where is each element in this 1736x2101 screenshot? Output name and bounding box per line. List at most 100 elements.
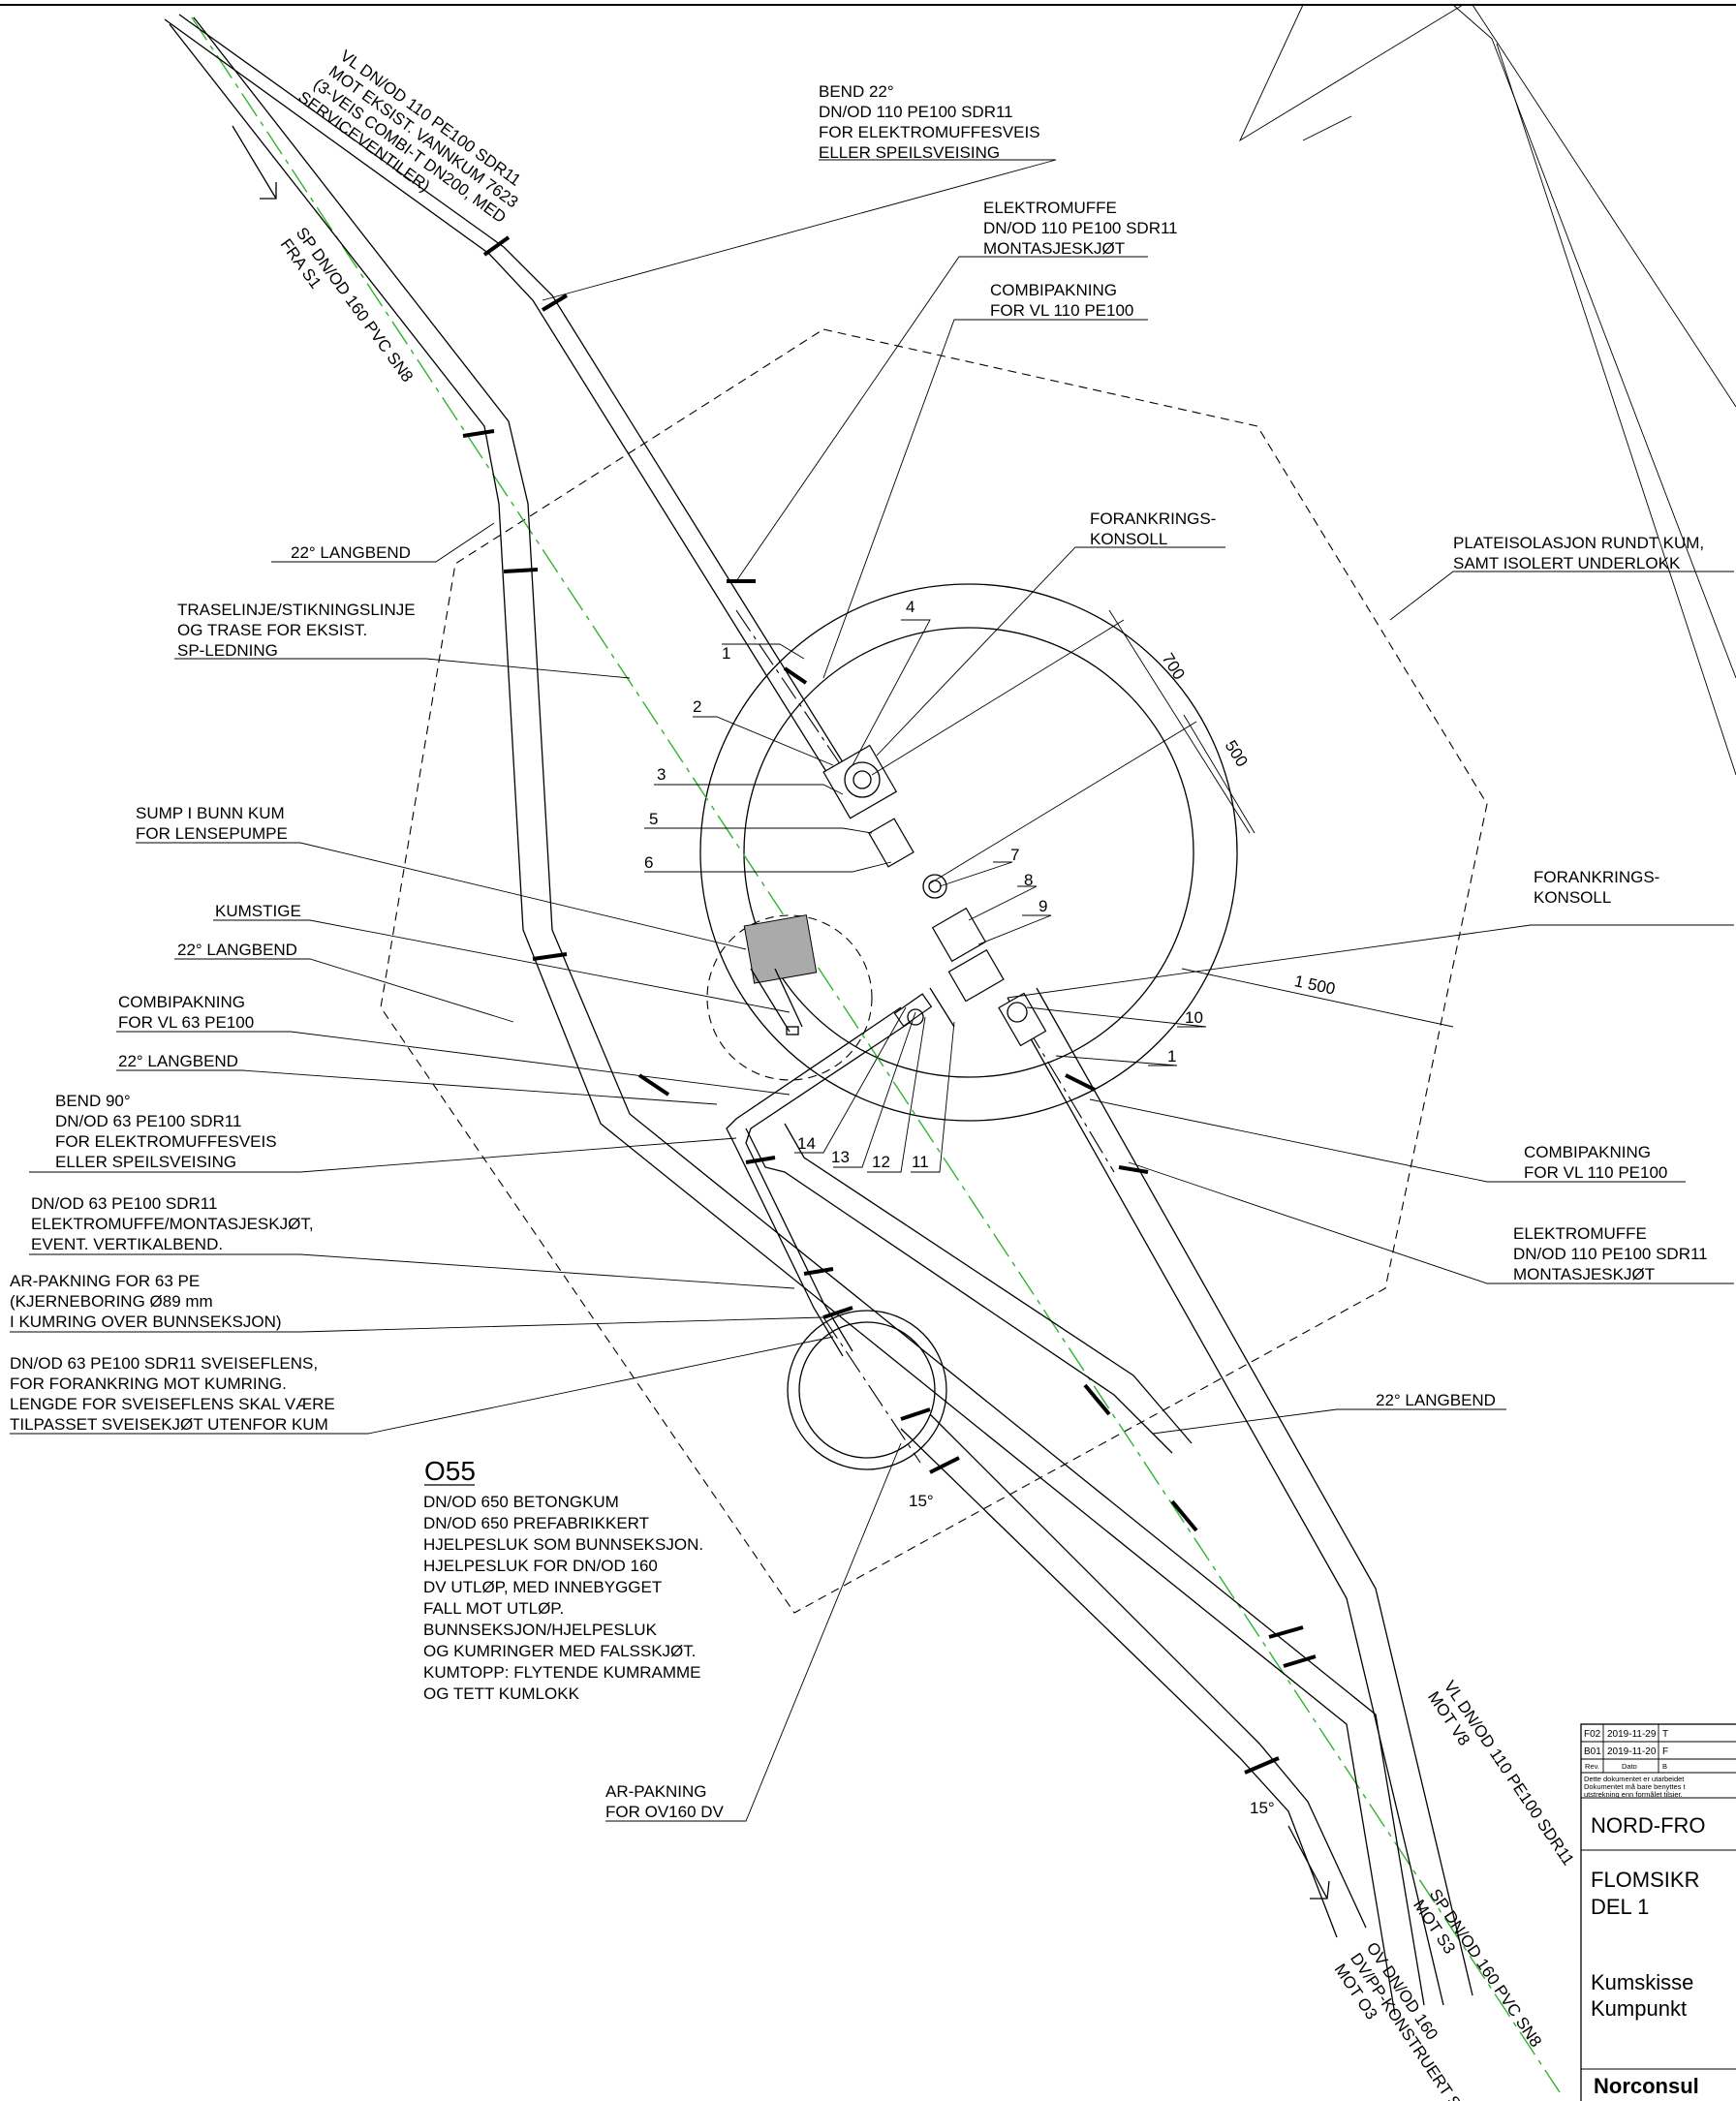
manhole-small	[787, 1310, 947, 1470]
svg-text:MONTASJESKJØT: MONTASJESKJØT	[983, 239, 1125, 258]
callout-elektromuffe-right: ELEKTROMUFFE DN/OD 110 PE100 SDR11 MONTA…	[1513, 1224, 1708, 1283]
svg-text:TRASELINJE/STIKNINGSLINJE: TRASELINJE/STIKNINGSLINJE	[177, 601, 416, 619]
item-number: 1	[722, 644, 730, 663]
callout-traselinje: TRASELINJE/STIKNINGSLINJE OG TRASE FOR E…	[177, 601, 416, 660]
svg-text:DN/OD 650 BETONGKUM: DN/OD 650 BETONGKUM	[423, 1493, 619, 1511]
callout-forankring-top: FORANKRINGS- KONSOLL	[1090, 510, 1216, 548]
dim-1500: 1 500	[1292, 972, 1337, 998]
callout-combi-63: COMBIPAKNING FOR VL 63 PE100	[118, 993, 254, 1032]
callout-langbend-4: 22° LANGBEND	[1376, 1391, 1496, 1409]
disclaimer: Dette dokumentet er utarbeidet	[1584, 1775, 1685, 1783]
leader-lines	[10, 159, 1734, 1822]
svg-text:DN/OD 110 PE100 SDR11: DN/OD 110 PE100 SDR11	[983, 219, 1178, 237]
sump-square	[743, 914, 818, 984]
svg-text:SP-LEDNING: SP-LEDNING	[177, 641, 278, 660]
callout-langbend-2: 22° LANGBEND	[177, 941, 297, 959]
callout-bend22: BEND 22° DN/OD 110 PE100 SDR11 FOR ELEKT…	[819, 82, 1040, 162]
svg-text:I KUMRING OVER BUNNSEKSJON): I KUMRING OVER BUNNSEKSJON)	[10, 1313, 282, 1331]
svg-text:FOR OV160 DV: FOR OV160 DV	[605, 1803, 725, 1821]
svg-text:LENGDE FOR SVEISEFLENS SKAL VÆ: LENGDE FOR SVEISEFLENS SKAL VÆRE	[10, 1395, 335, 1413]
svg-text:FORANKRINGS-: FORANKRINGS-	[1534, 868, 1659, 886]
item-number: 13	[831, 1148, 850, 1166]
dim-500: 500	[1222, 737, 1252, 770]
item-number: 2	[693, 697, 701, 716]
svg-text:BUNNSEKSJON/HJELPESLUK: BUNNSEKSJON/HJELPESLUK	[423, 1621, 658, 1639]
callout-combi-right: COMBIPAKNING FOR VL 110 PE100	[1524, 1143, 1667, 1182]
item-numbers: 1 2 3 4 5 6 7 8 9 10 1 11 12 13 14	[644, 598, 1203, 1171]
angle-15-upper: 15°	[909, 1492, 934, 1510]
disclaimer: Dokumentet må bare benyttes t	[1584, 1782, 1687, 1791]
svg-text:ELEKTROMUFFE: ELEKTROMUFFE	[983, 199, 1117, 217]
item-number: 5	[649, 810, 658, 828]
svg-text:COMBIPAKNING: COMBIPAKNING	[990, 281, 1117, 299]
svg-text:BEND 90°: BEND 90°	[55, 1092, 131, 1110]
item-number: 1	[1167, 1047, 1176, 1066]
drawing-title: Kumskisse	[1591, 1970, 1693, 1994]
callout-elektromuffe-top: ELEKTROMUFFE DN/OD 110 PE100 SDR11 MONTA…	[983, 199, 1178, 258]
svg-text:SP DN/OD 160 PVC SN8: SP DN/OD 160 PVC SN8	[293, 224, 417, 386]
label-vl-outlet: VL DN/OD 110 PE100 SDR11 MOT V8	[1424, 1678, 1578, 1869]
callout-langbend-1: 22° LANGBEND	[291, 543, 411, 562]
rev-header: Dato	[1622, 1762, 1637, 1771]
svg-text:FORANKRINGS-: FORANKRINGS-	[1090, 510, 1216, 528]
svg-text:FOR FORANKRING MOT KUMRING.: FOR FORANKRING MOT KUMRING.	[10, 1375, 287, 1393]
label-vl-inlet: VL DN/OD 110 PE100 SDR11 MOT EKSIST. VAN…	[294, 46, 524, 227]
item-number: 8	[1024, 871, 1033, 889]
svg-text:HJELPESLUK SOM BUNNSEKSJON.: HJELPESLUK SOM BUNNSEKSJON.	[423, 1535, 703, 1554]
manhole-main	[699, 583, 1238, 1122]
rev-header: B	[1662, 1762, 1667, 1771]
disclaimer: utstrekning enn formålet tilsier.	[1584, 1790, 1683, 1799]
label-ov-outlet: OV DN/OD 160 DV/PP-KONSTRUERT SN8 MOT O3	[1331, 1939, 1476, 2101]
svg-text:AR-PAKNING: AR-PAKNING	[605, 1782, 707, 1801]
item-number: 4	[906, 598, 914, 616]
background-map-lines	[1238, 4, 1736, 776]
item-number: 12	[872, 1153, 890, 1171]
svg-text:AR-PAKNING FOR 63 PE: AR-PAKNING FOR 63 PE	[10, 1272, 200, 1290]
callout-bend90: BEND 90° DN/OD 63 PE100 SDR11 FOR ELEKTR…	[55, 1092, 277, 1171]
svg-text:ELLER SPEILSVEISING: ELLER SPEILSVEISING	[55, 1153, 236, 1171]
rev-date: 2019-11-29	[1607, 1729, 1657, 1740]
svg-text:KUMTOPP: FLYTENDE KUMRAMME: KUMTOPP: FLYTENDE KUMRAMME	[423, 1663, 701, 1682]
svg-text:DN/OD 63 PE100 SDR11 SVEISEFLE: DN/OD 63 PE100 SDR11 SVEISEFLENS,	[10, 1354, 318, 1373]
svg-text:SUMP I BUNN KUM: SUMP I BUNN KUM	[136, 804, 285, 822]
svg-text:MONTASJESKJØT: MONTASJESKJØT	[1513, 1265, 1655, 1283]
valve-assembly	[822, 744, 1047, 1047]
callout-dn63-muffe: DN/OD 63 PE100 SDR11 ELEKTROMUFFE/MONTAS…	[31, 1194, 314, 1253]
item-number: 6	[644, 853, 653, 872]
flow-arrows	[232, 125, 1330, 1900]
svg-text:OG TETT KUMLOKK: OG TETT KUMLOKK	[423, 1684, 580, 1703]
svg-text:SP DN/OD 160 PVC SN8: SP DN/OD 160 PVC SN8	[1426, 1886, 1545, 2051]
svg-text:EVENT. VERTIKALBEND.: EVENT. VERTIKALBEND.	[31, 1235, 223, 1253]
svg-text:COMBIPAKNING: COMBIPAKNING	[118, 993, 245, 1011]
svg-text:KONSOLL: KONSOLL	[1090, 530, 1167, 548]
svg-text:HJELPESLUK FOR DN/OD 160: HJELPESLUK FOR DN/OD 160	[423, 1557, 658, 1575]
callout-sump: SUMP I BUNN KUM FOR LENSEPUMPE	[136, 804, 288, 843]
dimension-lines: 700 500 1 500	[871, 609, 1454, 1028]
callout-plateisolasjon: PLATEISOLASJON RUNDT KUM, SAMT ISOLERT U…	[1453, 534, 1704, 572]
item-number: 14	[797, 1134, 816, 1153]
svg-text:DN/OD 63 PE100 SDR11: DN/OD 63 PE100 SDR11	[55, 1112, 241, 1130]
svg-text:DN/OD 110 PE100 SDR11: DN/OD 110 PE100 SDR11	[819, 103, 1013, 121]
svg-text:VL DN/OD 110 PE100 SDR11: VL DN/OD 110 PE100 SDR11	[1441, 1678, 1578, 1869]
svg-text:SAMT ISOLERT UNDERLOKK: SAMT ISOLERT UNDERLOKK	[1453, 554, 1681, 572]
svg-text:FOR VL 110 PE100: FOR VL 110 PE100	[990, 301, 1133, 320]
callout-kumstige: KUMSTIGE	[215, 902, 301, 920]
rev-desc: T	[1662, 1729, 1668, 1740]
project-name: DEL 1	[1591, 1895, 1649, 1919]
svg-text:OG KUMRINGER MED FALSSKJØT.: OG KUMRINGER MED FALSSKJØT.	[423, 1642, 697, 1660]
rev-header: Rev.	[1585, 1762, 1599, 1771]
svg-text:DN/OD 650 PREFABRIKKERT: DN/OD 650 PREFABRIKKERT	[423, 1514, 649, 1532]
coupling-marks	[482, 235, 1317, 1775]
rev-date: 2019-11-20	[1607, 1746, 1657, 1757]
client-name: NORD-FRO	[1591, 1813, 1706, 1838]
svg-text:TILPASSET SVEISEKJØT UTENFOR K: TILPASSET SVEISEKJØT UTENFOR KUM	[10, 1415, 328, 1434]
rev-desc: F	[1662, 1746, 1668, 1757]
svg-text:FOR ELEKTROMUFFESVEIS: FOR ELEKTROMUFFESVEIS	[55, 1132, 277, 1151]
company-logo: Norconsul	[1594, 2074, 1699, 2098]
callout-combi-top: COMBIPAKNING FOR VL 110 PE100	[990, 281, 1133, 320]
item-number: 10	[1185, 1008, 1203, 1027]
svg-text:FOR VL 63 PE100: FOR VL 63 PE100	[118, 1013, 254, 1032]
svg-text:DN/OD 63 PE100 SDR11: DN/OD 63 PE100 SDR11	[31, 1194, 217, 1213]
svg-text:DV/PP-KONSTRUERT SN8: DV/PP-KONSTRUERT SN8	[1347, 1950, 1476, 2101]
